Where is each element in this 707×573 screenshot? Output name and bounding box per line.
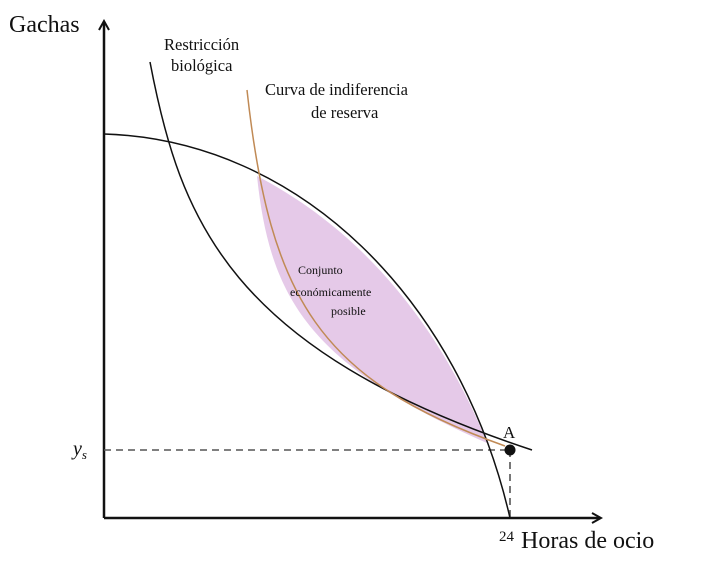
indifference-curve-label-line1: Curva de indiferencia	[265, 80, 409, 99]
point-a-label: A	[503, 423, 516, 442]
indifference-curve-label-line2: de reserva	[311, 103, 379, 122]
reservation-indifference-curve	[246, 89, 506, 447]
production-frontier-curve	[103, 133, 511, 519]
y-tick-subscript: s	[82, 447, 87, 462]
region-label-line3: posible	[331, 304, 366, 318]
x-tick-24: 24	[499, 529, 515, 545]
biological-restriction-label-line1: Restricción	[164, 35, 239, 54]
region-label-line2: económicamente	[290, 285, 371, 299]
y-tick-symbol: y	[71, 438, 82, 460]
region-label-line1: Conjunto	[298, 263, 343, 277]
biological-restriction-label-line2: biológica	[171, 56, 233, 75]
feasible-set-region	[257, 176, 487, 443]
x-axis-label: Horas de ocio	[521, 528, 654, 554]
y-axis-label: Gachas	[9, 12, 80, 38]
y-tick-ys: ys	[71, 438, 87, 462]
biological-restriction-curve	[149, 61, 533, 451]
point-a-marker	[504, 444, 516, 456]
